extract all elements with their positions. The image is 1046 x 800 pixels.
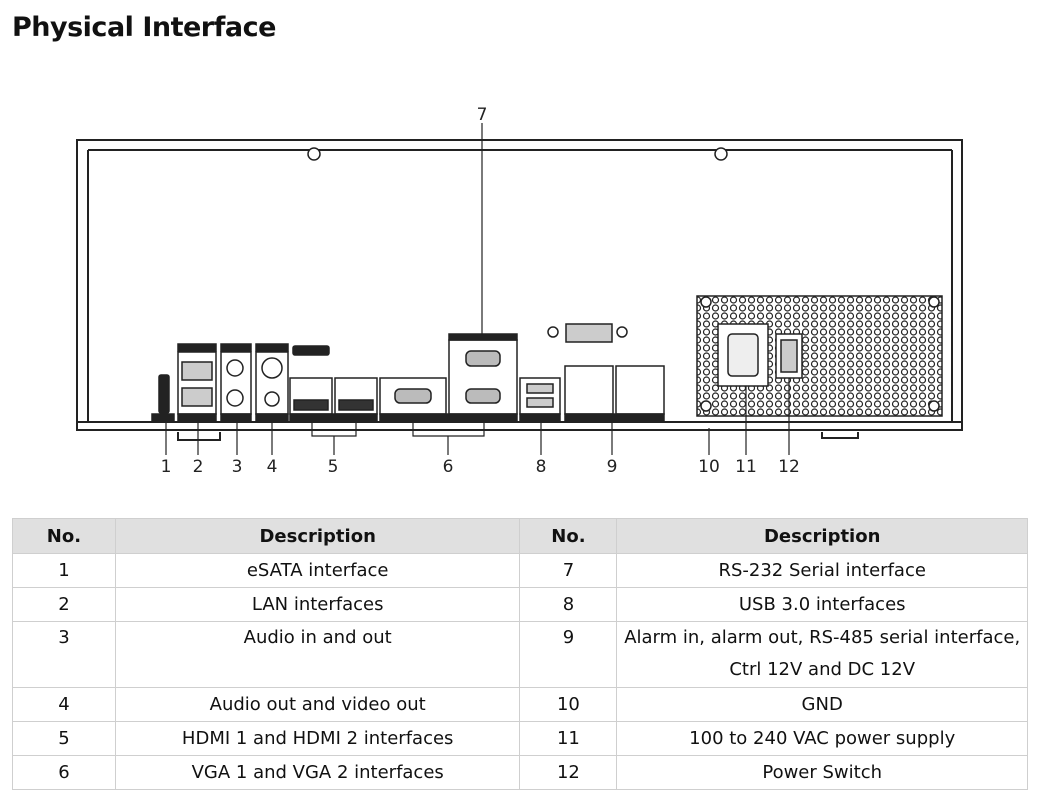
cell-description: Audio out and video out	[114, 687, 521, 722]
cell-no: 7	[519, 553, 618, 588]
header-no: No.	[519, 518, 618, 554]
callout-6: 6	[443, 457, 454, 477]
cell-no: 4	[12, 687, 116, 722]
cell-no: 6	[12, 755, 116, 790]
table-header: No. Description No. Description	[12, 518, 1028, 554]
cell-description: eSATA interface	[114, 553, 521, 588]
cell-no: 2	[12, 587, 116, 622]
cell-no: 5	[12, 721, 116, 756]
callout-4: 4	[267, 457, 278, 477]
cell-no: 9	[519, 621, 618, 688]
callout-11: 11	[735, 457, 757, 477]
callout-7: 7	[477, 105, 488, 125]
rear-panel-diagram: 1 2 3 4 5 6 7 8 9 10 11 12	[76, 105, 963, 477]
callout-10: 10	[698, 457, 720, 477]
callout-9: 9	[607, 457, 618, 477]
cell-description: Audio in and out	[114, 621, 521, 688]
cell-description: RS-232 Serial interface	[616, 553, 1028, 588]
cell-no: 10	[519, 687, 618, 722]
callout-3: 3	[232, 457, 243, 477]
cell-description: 100 to 240 VAC power supply	[616, 721, 1028, 756]
cell-description: VGA 1 and VGA 2 interfaces	[114, 755, 521, 790]
cell-no: 8	[519, 587, 618, 622]
esata-port	[158, 374, 170, 414]
cell-description: Alarm in, alarm out, RS-485 serial inter…	[616, 621, 1028, 688]
callout-1: 1	[161, 457, 172, 477]
callout-8: 8	[536, 457, 547, 477]
callout-5: 5	[328, 457, 339, 477]
description-line-1: Alarm in, alarm out, RS-485 serial inter…	[624, 627, 1021, 648]
page-title: Physical Interface	[12, 12, 276, 43]
callout-2: 2	[193, 457, 204, 477]
header-description: Description	[114, 518, 521, 554]
cell-description: HDMI 1 and HDMI 2 interfaces	[114, 721, 521, 756]
cell-no: 11	[519, 721, 618, 756]
alarm-terminals	[564, 365, 614, 415]
cell-no: 12	[519, 755, 618, 790]
description-line-2: Ctrl 12V and DC 12V	[729, 659, 916, 680]
cell-no: 1	[12, 553, 116, 588]
cell-description: Power Switch	[616, 755, 1028, 790]
header-no: No.	[12, 518, 116, 554]
cell-description: USB 3.0 interfaces	[616, 587, 1028, 622]
header-description: Description	[616, 518, 1028, 554]
cell-no: 3	[12, 621, 116, 688]
cell-description: LAN interfaces	[114, 587, 521, 622]
callout-12: 12	[778, 457, 800, 477]
cell-description: GND	[616, 687, 1028, 722]
